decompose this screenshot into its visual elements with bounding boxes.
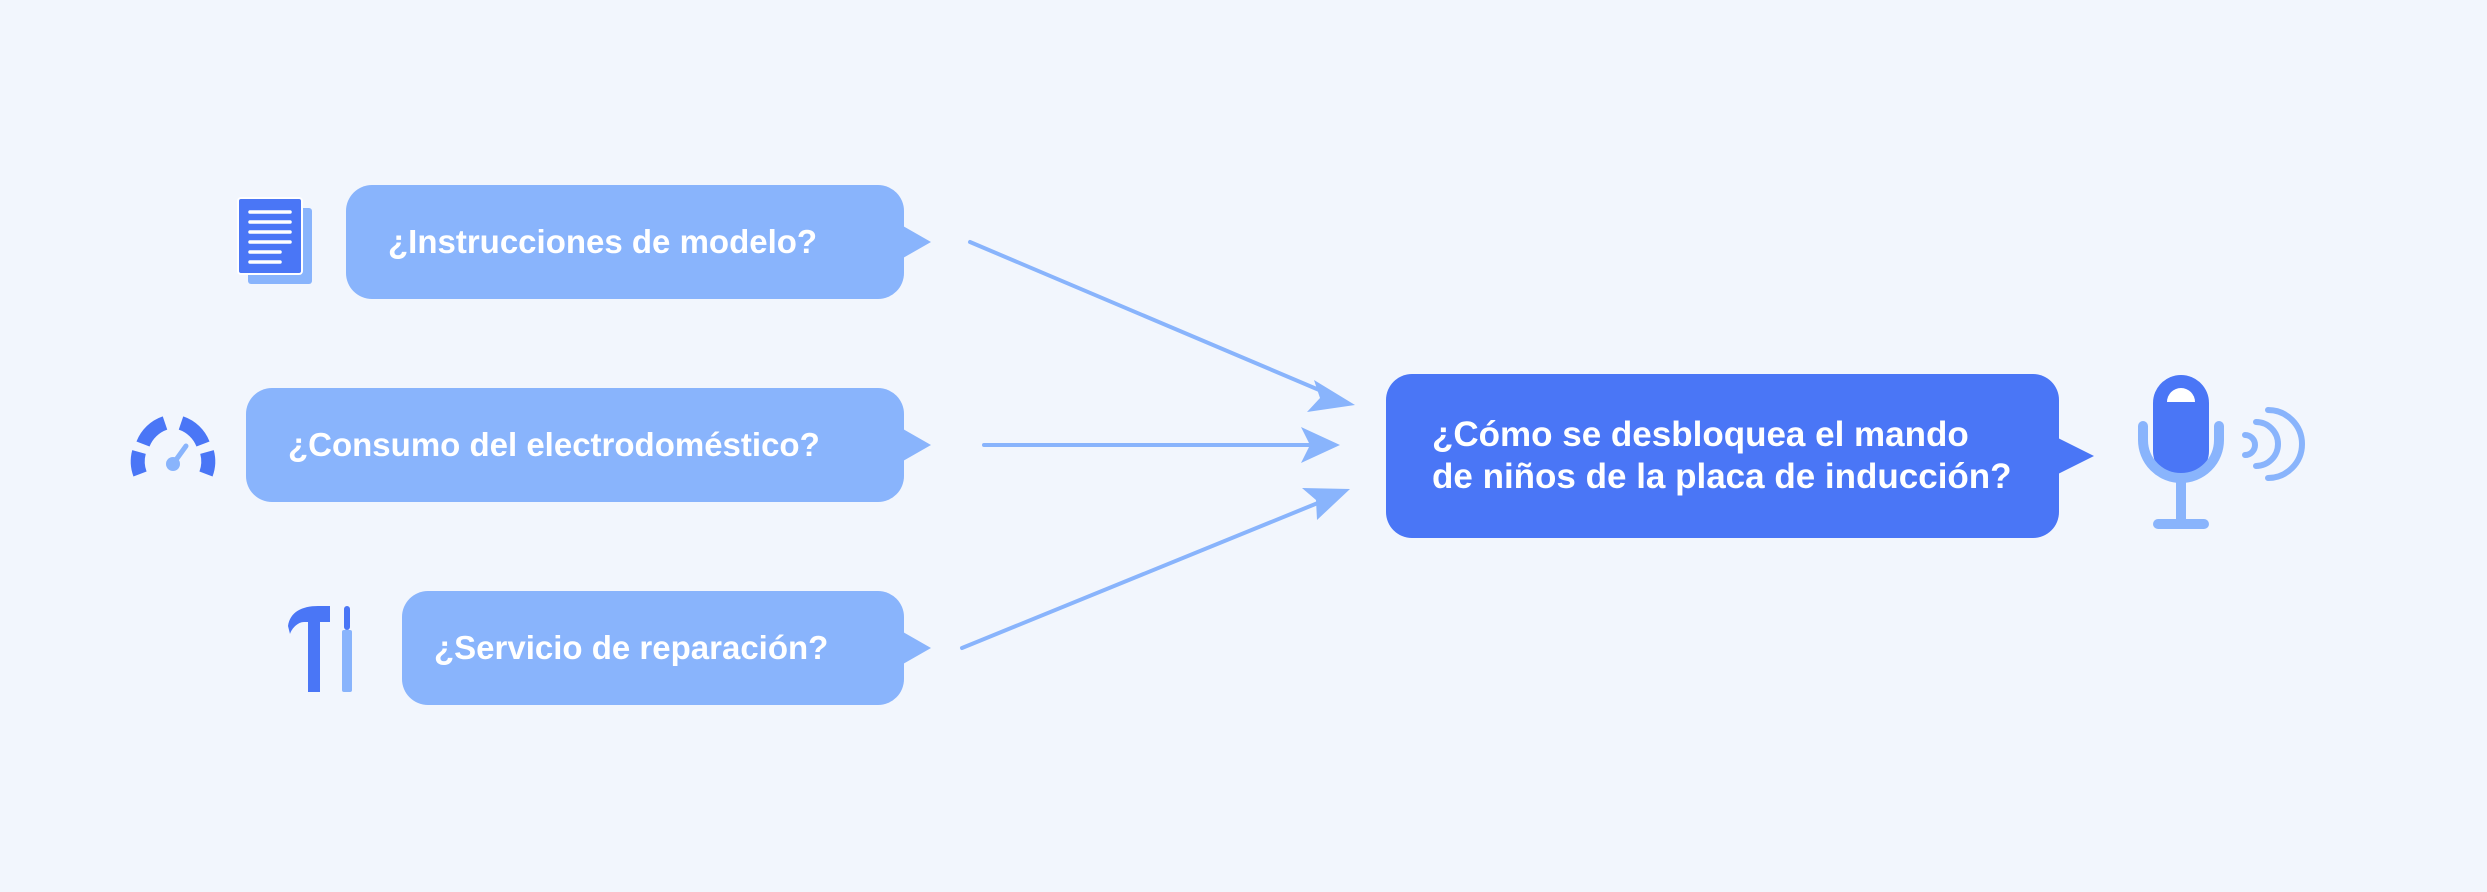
- main-question-bubble: ¿Cómo se desbloquea el mando de niños de…: [1386, 374, 2094, 538]
- bubble-tail: [903, 632, 931, 664]
- bubble-tail: [2058, 438, 2094, 474]
- arrow-line-top: [968, 240, 1340, 400]
- question-label: ¿Consumo del electrodoméstico?: [288, 426, 820, 463]
- gauge-icon: [128, 412, 218, 478]
- arrowhead-middle: [1301, 427, 1340, 463]
- question-bubble-model-instructions: ¿Instrucciones de modelo?: [346, 185, 931, 299]
- arrowhead-bottom: [1302, 488, 1350, 520]
- question-bubble-repair-service: ¿Servicio de reparación?: [402, 591, 931, 705]
- main-question-line-2: de niños de la placa de inducción?: [1432, 457, 2012, 496]
- question-label: ¿Instrucciones de modelo?: [388, 223, 818, 260]
- arrowhead-top: [1307, 380, 1355, 412]
- question-label: ¿Servicio de reparación?: [434, 629, 829, 666]
- bubble-tail: [903, 429, 931, 461]
- question-bubble-appliance-consumption: ¿Consumo del electrodoméstico?: [246, 388, 931, 502]
- tools-icon: [284, 604, 364, 694]
- document-icon: [236, 196, 318, 288]
- microphone-icon: [2138, 374, 2318, 534]
- main-question-line-1: ¿Cómo se desbloquea el mando: [1432, 415, 1969, 454]
- bubble-tail: [903, 226, 931, 258]
- arrow-line-bottom: [960, 494, 1337, 650]
